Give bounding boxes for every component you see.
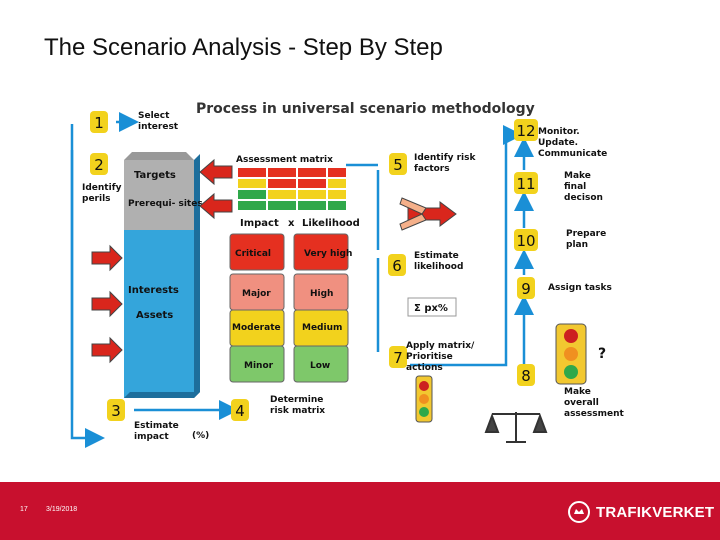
peril-arrows-left	[91, 244, 123, 364]
interests-label: Interests	[128, 285, 179, 296]
step-8-number: 8	[521, 367, 531, 385]
likelihood-level-1: Very high	[304, 249, 352, 259]
brand-logo: TRAFIKVERKET	[568, 500, 714, 524]
step-4-badge: 4	[231, 399, 249, 421]
assessment-matrix-title: Assessment matrix	[236, 155, 333, 165]
step-9-label: Assign tasks	[548, 283, 612, 293]
diagram-heading: Process in universal scenario methodolog…	[196, 101, 535, 117]
step-8-badge: 8	[517, 364, 535, 386]
likelihood-boxes	[293, 233, 349, 383]
step-3-number: 3	[111, 402, 121, 420]
step-12-badge: 12	[514, 119, 538, 141]
likelihood-level-2: High	[310, 289, 333, 299]
step-6-badge: 6	[388, 254, 406, 276]
impact-level-1: Critical	[235, 249, 271, 259]
targets-label: Targets	[134, 170, 176, 181]
impact-boxes	[229, 233, 285, 383]
slide-title: The Scenario Analysis - Step By Step	[44, 34, 443, 61]
times-label: x	[288, 218, 295, 229]
traffic-light-large	[555, 323, 587, 385]
prerequisites-label: Prerequi- sites	[128, 199, 203, 209]
traffic-light-small	[415, 375, 433, 423]
impact-label: Impact	[240, 218, 279, 229]
assessment-matrix-mini	[238, 168, 346, 210]
brand-name: TRAFIKVERKET	[596, 503, 715, 521]
risk-factor-arrows	[399, 197, 457, 231]
step-1-badge: 1	[90, 111, 108, 133]
step-9-number: 9	[521, 280, 531, 298]
impact-level-4: Minor	[244, 361, 274, 371]
footer-bar: 17 3/19/2018 TRAFIKVERKET	[0, 482, 720, 540]
question-mark: ?	[598, 346, 606, 362]
step-10-number: 10	[516, 232, 535, 250]
page-number: 17	[20, 506, 28, 513]
assets-label: Assets	[136, 310, 173, 321]
step-12-number: 12	[516, 122, 535, 140]
step-6-number: 6	[392, 257, 402, 275]
step-2-number: 2	[94, 156, 104, 174]
step-7-number: 7	[393, 349, 403, 367]
perils-column	[124, 152, 200, 398]
step-4-number: 4	[235, 402, 245, 420]
likelihood-label: Likelihood	[302, 218, 360, 229]
sum-label: Σ px%	[414, 303, 448, 314]
step-7-badge: 7	[389, 346, 407, 368]
step-12-label: Monitor.Update.Communicate	[538, 127, 607, 159]
likelihood-level-4: Low	[310, 361, 330, 371]
likelihood-level-3: Medium	[302, 323, 342, 333]
step-3-badge: 3	[107, 399, 125, 421]
crown-icon	[568, 501, 590, 523]
balance-scale	[484, 412, 548, 443]
step-5-badge: 5	[389, 153, 407, 175]
peril-arrows-right	[199, 158, 233, 220]
sum-box	[407, 297, 457, 317]
percent-label: (%)	[192, 431, 209, 441]
step-11-number: 11	[516, 175, 535, 193]
step-5-number: 5	[393, 156, 403, 174]
step-1-number: 1	[94, 114, 104, 132]
step-9-badge: 9	[517, 277, 535, 299]
step-10-badge: 10	[514, 229, 538, 251]
step-11-badge: 11	[514, 172, 538, 194]
slide-date: 3/19/2018	[46, 506, 78, 513]
step-2-badge: 2	[90, 153, 108, 175]
impact-level-3: Moderate	[232, 323, 281, 333]
impact-level-2: Major	[242, 289, 271, 299]
